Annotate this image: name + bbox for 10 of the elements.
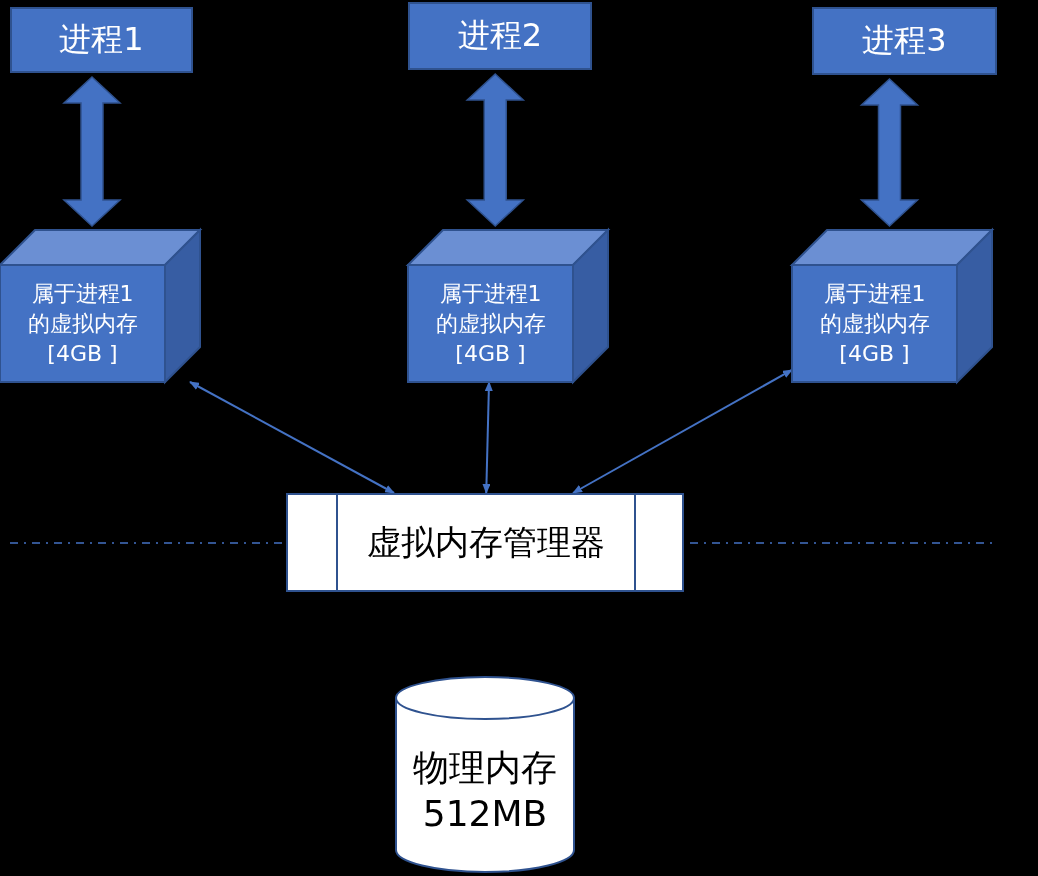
double-arrow	[859, 77, 920, 228]
process-box: 进程2	[408, 2, 592, 70]
arrow	[482, 381, 493, 494]
process-box: 虚拟内存管理器	[286, 493, 684, 592]
double-arrow	[465, 72, 526, 228]
arrow	[189, 381, 395, 494]
process-box: 进程3	[812, 7, 997, 75]
process-box: 进程1	[10, 7, 193, 73]
double-arrow	[62, 75, 122, 228]
arrow	[572, 368, 793, 494]
